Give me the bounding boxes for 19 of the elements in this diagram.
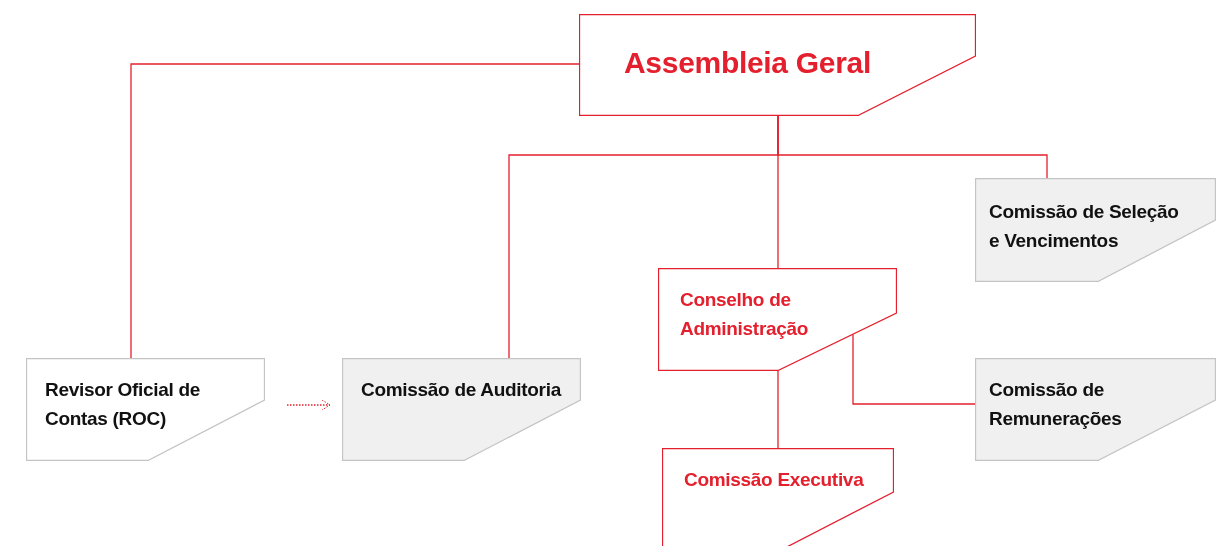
box-title: Assembleia Geral [624,45,872,81]
box-title: Comissão de Auditoria [361,378,561,402]
connector-line [130,63,580,359]
connector-line [852,333,976,405]
org-box [975,358,1216,461]
box-title: Comissão Executiva [684,468,865,492]
org-box [342,358,581,461]
arrow [286,399,331,411]
box-title: Comissão de Remunerações [989,378,1123,431]
connector-line [777,115,779,269]
connector-line [777,370,779,449]
box-title: Conselho de Administração [680,288,810,341]
box-title: Comissão de Seleção e Vencimentos [989,200,1180,253]
org-box [662,448,894,546]
org-box [26,358,265,461]
box-title: Revisor Oficial de Contas (ROC) [45,378,202,431]
org-box [658,268,897,371]
org-box [579,14,976,116]
org-box [975,178,1216,282]
